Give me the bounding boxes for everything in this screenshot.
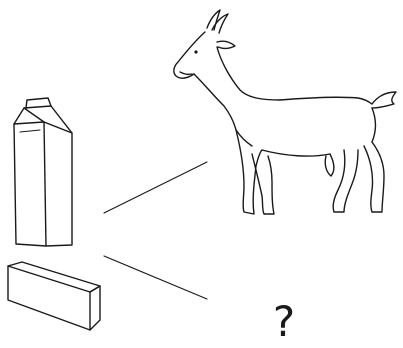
cheese-wedge-icon: [8, 262, 100, 330]
milk-carton-icon: [14, 98, 72, 246]
connector-line-cheese-question: [104, 256, 207, 299]
question-mark: ?: [264, 297, 304, 347]
connector-line-milk-goat: [104, 162, 207, 213]
goat-icon: [174, 10, 396, 214]
